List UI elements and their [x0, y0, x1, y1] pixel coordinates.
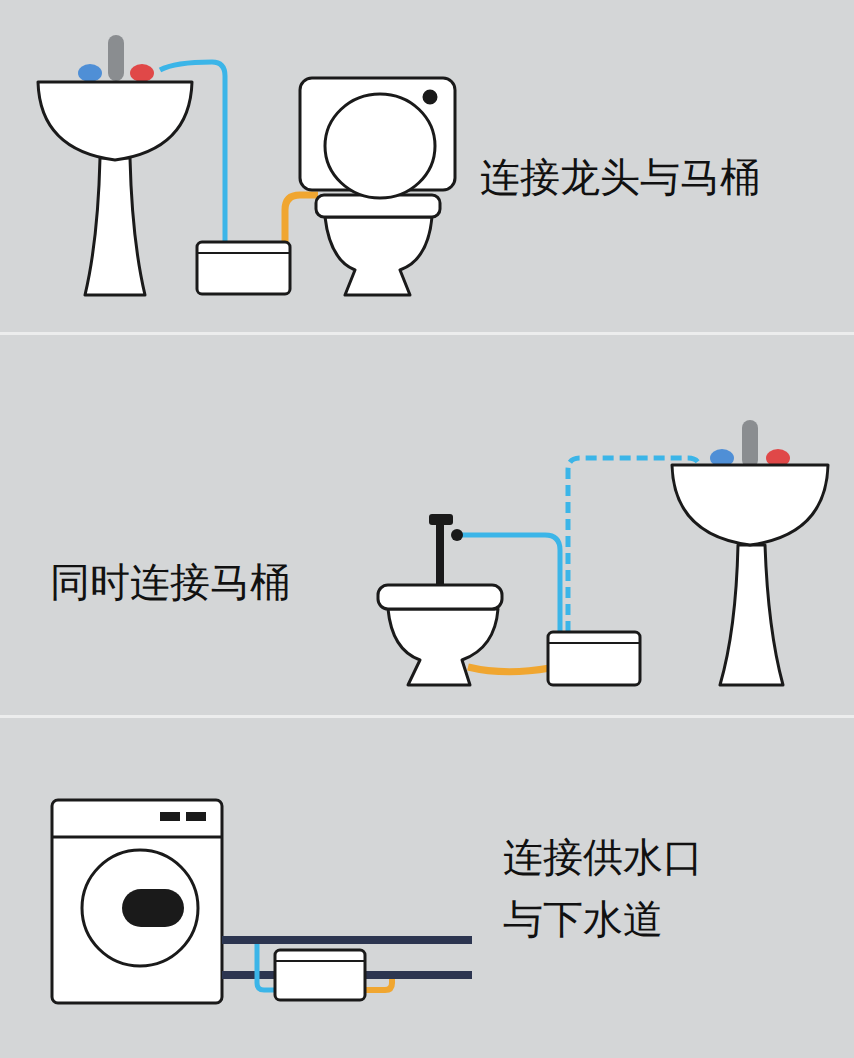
drain-pipe	[285, 195, 318, 242]
caption-label: 同时连接马桶	[50, 551, 350, 613]
toilet	[378, 514, 502, 685]
pump-box	[197, 242, 290, 294]
sink	[672, 420, 828, 685]
pump-box	[275, 950, 365, 1000]
drain-pipe	[468, 667, 550, 672]
caption-label: 连接供水口 与下水道	[503, 826, 715, 950]
toilet	[300, 78, 455, 295]
sink	[38, 35, 192, 295]
washing-machine	[52, 800, 222, 1003]
supply-pipe	[222, 936, 472, 944]
caption-label: 连接龙头与马桶	[480, 146, 840, 208]
pump-box	[548, 632, 640, 685]
panel-divider	[0, 332, 854, 335]
panel-divider	[0, 715, 854, 718]
drain-pipe	[363, 979, 392, 990]
water-pipe	[160, 62, 225, 242]
